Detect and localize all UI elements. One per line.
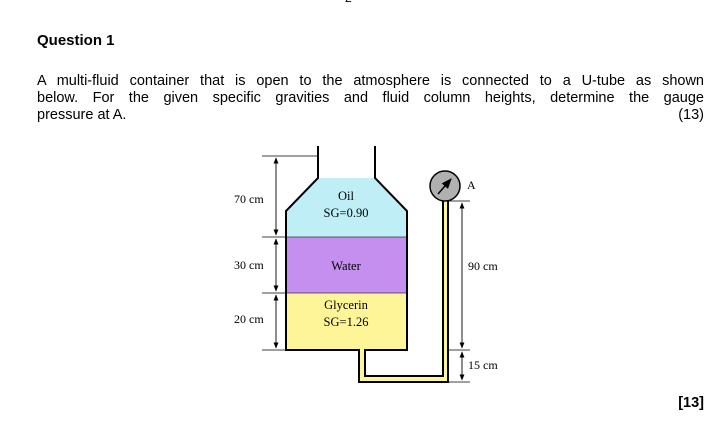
- tube-height-15: 15 cm: [468, 358, 498, 372]
- total-marks: [13]: [678, 395, 704, 411]
- water-layer: [286, 237, 407, 293]
- question-line-3-text: pressure at A.: [37, 107, 127, 123]
- question-line-2: below. For the given specific gravities …: [37, 90, 704, 106]
- question-text: A multi-fluid container that is open to …: [37, 73, 704, 124]
- page-number: 2: [345, 0, 352, 5]
- question-line-1: A multi-fluid container that is open to …: [37, 73, 704, 89]
- gauge-label: A: [467, 178, 476, 192]
- glycerin-sg-label: SG=1.26: [324, 315, 369, 329]
- oil-label: Oil: [338, 189, 355, 203]
- water-label: Water: [331, 259, 361, 273]
- oil-layer: [286, 178, 407, 237]
- container-wall: [285, 146, 449, 383]
- question-line-3: pressure at A. (13): [37, 107, 704, 124]
- glycerin-height-label: 20 cm: [234, 312, 264, 326]
- question-title: Question 1: [37, 32, 115, 49]
- question-marks: (13): [678, 107, 704, 123]
- tube-height-90: 90 cm: [468, 259, 498, 273]
- glycerin-label: Glycerin: [324, 298, 368, 312]
- oil-height-label: 70 cm: [234, 192, 264, 206]
- water-height-label: 30 cm: [234, 258, 264, 272]
- oil-sg-label: SG=0.90: [324, 206, 369, 220]
- glycerin-layer: [286, 293, 407, 350]
